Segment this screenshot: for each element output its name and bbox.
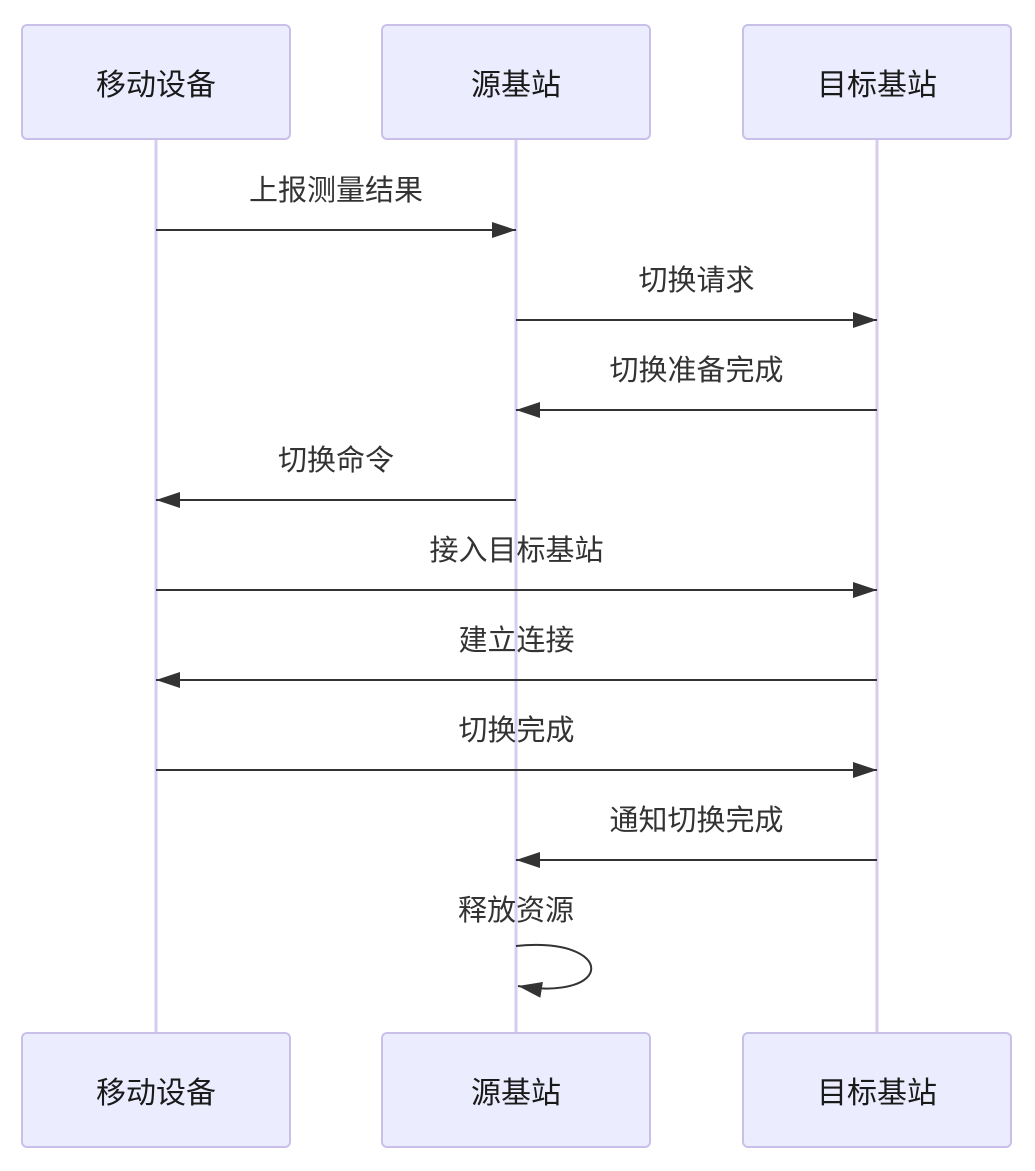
actor-label: 目标基站 bbox=[817, 69, 937, 102]
message-label: 接入目标基站 bbox=[429, 535, 604, 567]
message-label: 上报测量结果 bbox=[248, 175, 424, 207]
actor-bottom-mobile-device: 移动设备 bbox=[21, 1032, 291, 1148]
actor-bottom-target-base-station: 目标基站 bbox=[742, 1032, 1012, 1148]
message-label: 通知切换完成 bbox=[609, 805, 784, 837]
message-label: 切换完成 bbox=[458, 715, 575, 747]
actor-label: 移动设备 bbox=[96, 1077, 216, 1110]
actor-top-mobile-device: 移动设备 bbox=[21, 24, 291, 140]
message-label: 切换请求 bbox=[638, 265, 755, 297]
lifelines-layer bbox=[154, 140, 879, 1032]
message-label: 切换命令 bbox=[277, 445, 395, 477]
message-label: 释放资源 bbox=[457, 895, 575, 927]
actor-label: 源基站 bbox=[471, 69, 561, 102]
actor-top-target-base-station: 目标基站 bbox=[742, 24, 1012, 140]
message-label: 切换准备完成 bbox=[609, 355, 784, 387]
message-arrows-layer bbox=[156, 222, 877, 998]
actor-label: 源基站 bbox=[471, 1077, 561, 1110]
message-label: 建立连接 bbox=[458, 625, 575, 657]
actor-top-source-base-station: 源基站 bbox=[381, 24, 651, 140]
self-loop-arrow bbox=[515, 943, 593, 998]
actor-label: 目标基站 bbox=[817, 1077, 937, 1110]
actor-label: 移动设备 bbox=[96, 69, 216, 102]
actor-bottom-source-base-station: 源基站 bbox=[381, 1032, 651, 1148]
